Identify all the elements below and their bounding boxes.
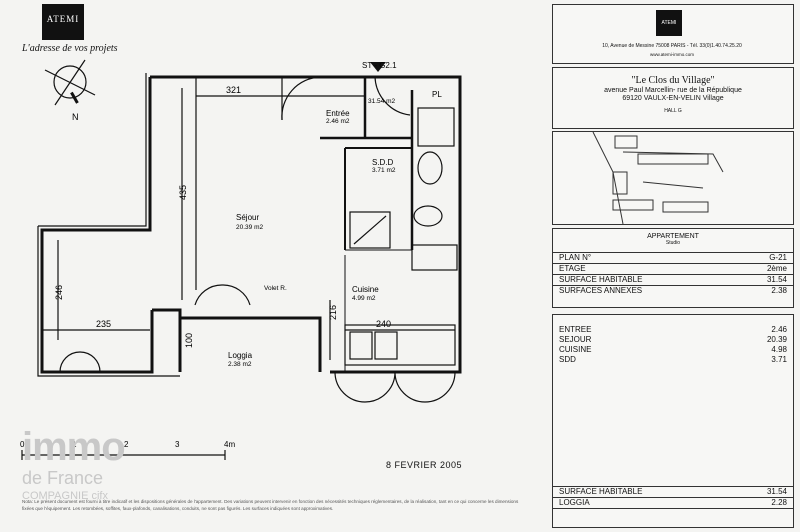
entree-area: 2.46 m2 (326, 118, 350, 125)
sdd-area: 3.71 m2 (372, 167, 396, 174)
loggia-rail (180, 316, 322, 372)
table-row: PLAN N°G-21 (553, 253, 793, 264)
watermark-compagnie: COMPAGNIE cifx (22, 490, 108, 502)
dim-100: 100 (184, 333, 194, 348)
scale-2: 2 (124, 440, 129, 449)
site-plan-drawing (592, 131, 724, 225)
scale-1: 1 (72, 440, 77, 449)
total-area-box: 31.54 m2 (368, 98, 395, 105)
north-label: N (72, 112, 79, 122)
atemi-logo: ATEMI (42, 4, 84, 40)
entree-name: Entrée (326, 109, 350, 118)
project-city: 69120 VAULX-EN-VELIN Village (622, 95, 724, 102)
site-plan (552, 131, 794, 225)
company-address: 10, Avenue de Messine 75008 PARIS - Tél.… (602, 43, 742, 49)
dim-246: 246 (54, 285, 64, 300)
pl-label: PL (432, 90, 442, 99)
scale-4: 4m (224, 440, 235, 449)
outer-wall-left (40, 77, 154, 374)
dim-321: 321 (226, 85, 241, 95)
watermark-immo: immo (22, 425, 126, 469)
project-name: "Le Clos du Village" (631, 75, 715, 86)
brand-tagline: L'adresse de vos projets (22, 43, 118, 54)
sejour-name: Séjour (236, 213, 259, 222)
sdd-name: S.D.D (372, 158, 394, 167)
dim-235: 235 (96, 319, 111, 329)
panel-logo: ATEMI (656, 10, 682, 36)
scale-0: 0 (20, 440, 25, 449)
project-street: avenue Paul Marcellin- rue de la Républi… (604, 87, 742, 94)
sejour-area: 20.39 m2 (236, 224, 263, 231)
project-block: "Le Clos du Village" avenue Paul Marcell… (552, 67, 794, 129)
apartment-title: APPARTEMENT (647, 233, 699, 240)
floor-plan: ST - G2.1 31.54 m2 PL Entrée 2.46 m2 S.D… (20, 59, 462, 460)
footnote: Nota: Le présent document est fourni à t… (22, 499, 519, 511)
plan-ref: ST - G2.1 (362, 61, 397, 70)
apartment-type: Studio (665, 240, 681, 246)
loggia-area: 2.38 m2 (228, 361, 252, 368)
scale-3: 3 (175, 440, 180, 449)
cuisine-area: 4.99 m2 (352, 295, 376, 302)
watermark-de-france: de France (22, 468, 104, 488)
dim-435: 435 (178, 185, 188, 200)
company-website: www.atemi-immo.com (649, 52, 694, 57)
dim-216: 216 (328, 305, 338, 320)
cuisine-name: Cuisine (352, 285, 379, 294)
loggia-name: Loggia (228, 351, 253, 360)
loggia-wall (152, 308, 182, 372)
plan-date: 8 FEVRIER 2005 (386, 460, 463, 470)
volet-label: Volet R. (264, 285, 287, 292)
project-hall: HALL G (664, 108, 682, 114)
dim-240: 240 (376, 319, 391, 329)
